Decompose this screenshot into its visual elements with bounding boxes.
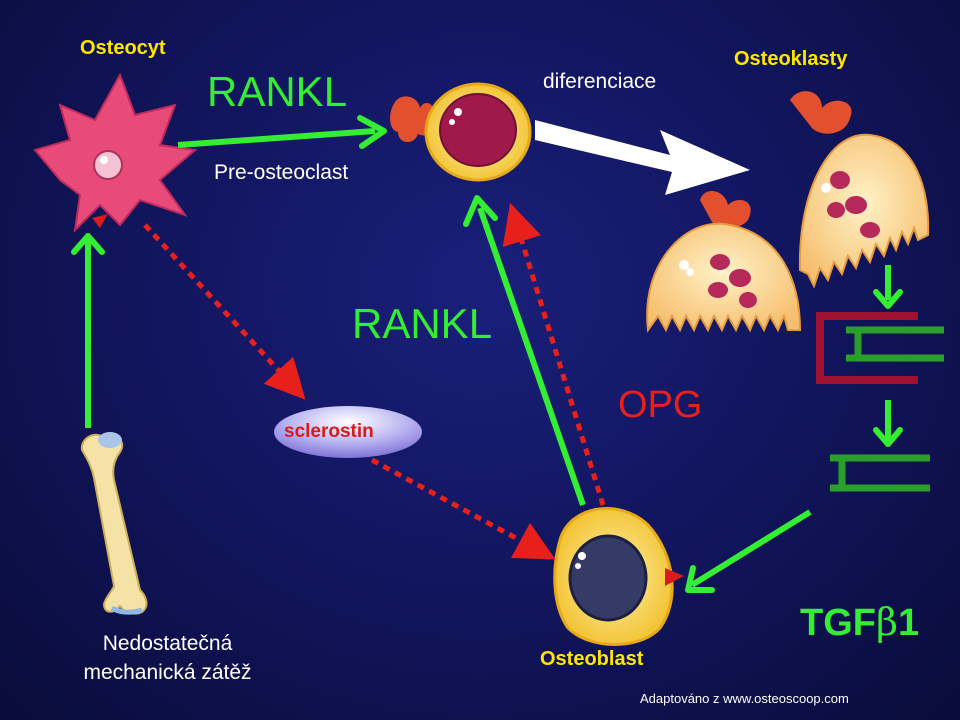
osteoclast-down-arrow [873, 265, 903, 309]
source-credit: Adaptováno z www.osteoscoop.com [640, 691, 849, 706]
sclerostin-label: sclerostin [284, 421, 374, 442]
osteoblast-cell [553, 507, 684, 646]
tgf-beta1-label: TGFβ1 [800, 600, 919, 645]
tgf-suffix: 1 [897, 602, 920, 644]
inhibition-symbol-lower [830, 454, 930, 492]
tgf-beta-symbol: β [875, 600, 898, 644]
opg-label: OPG [618, 384, 703, 426]
osteocyte-label: Osteocyt [80, 37, 166, 59]
sclerostin-pill [274, 406, 422, 458]
inhibition-symbol-upper [816, 312, 944, 384]
osteoclast-cell-left [646, 190, 802, 333]
pre-osteoclast-label: Pre-osteoclast [214, 161, 349, 184]
mechanical-load-arrow [71, 233, 105, 428]
bone-femur-icon [80, 432, 148, 615]
differentiation-label: diferenciace [543, 70, 657, 93]
rankl-top-label: RANKL [207, 68, 348, 115]
mechanical-load-label-line1: Nedostatečná [102, 632, 233, 655]
rankl-mid-label: RANKL [352, 300, 493, 347]
mechanical-load-label-line2: mechanická zátěž [83, 661, 252, 684]
sclerostin-osteoblast-dotted-arrow [370, 457, 556, 560]
osteoclasts-label: Osteoklasty [734, 48, 848, 70]
rankl-arrow-osteocyte [177, 115, 387, 149]
osteocyte-cell [33, 72, 198, 233]
osteoclast-cell-right [790, 91, 930, 289]
osteocyte-sclerostin-dotted-arrow [143, 223, 306, 400]
opg-dotted-arrow [502, 202, 606, 506]
rankl-arrow-osteoblast [463, 195, 586, 506]
pre-osteoclast-cell [390, 82, 532, 182]
tgf-prefix: TGF [800, 602, 876, 644]
osteoblast-label: Osteoblast [540, 648, 644, 670]
tgf-osteoblast-arrow [685, 509, 812, 593]
differentiation-arrow [535, 120, 750, 195]
tgf-down-arrow [873, 400, 903, 447]
